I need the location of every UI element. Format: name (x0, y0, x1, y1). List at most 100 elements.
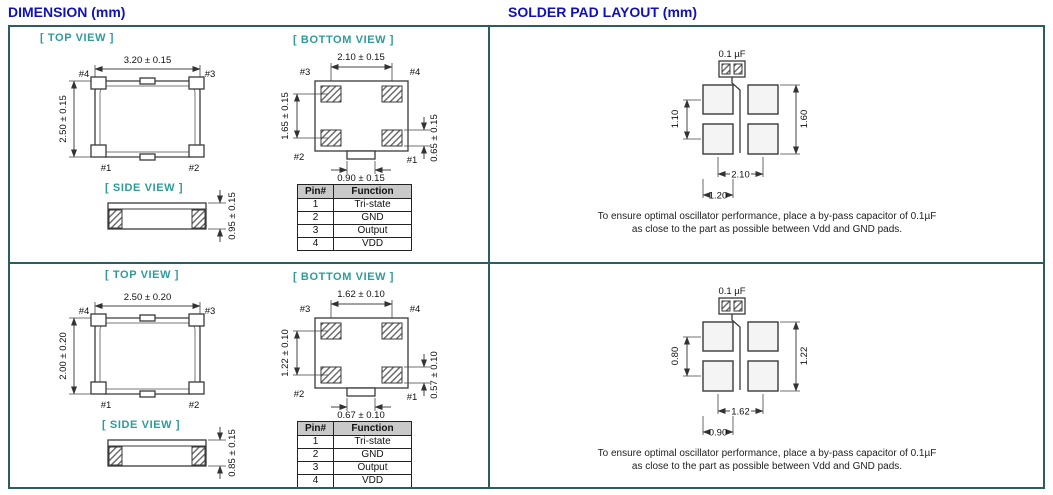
extension-lines (780, 84, 800, 155)
side-body (107, 439, 207, 467)
bottom-view-width-dim: 1.62 ± 0.10 (337, 289, 384, 300)
pad-height-dim: 0.80 (670, 347, 681, 366)
bottom-view: [ BOTTOM VIEW ] 1.62 ± 0.10 1.22 ± 0.10 (280, 271, 440, 421)
pad-width-dim: 0.90 (709, 428, 728, 439)
solder-cell-part1: 0.1 µF 1.10 (490, 27, 1043, 264)
solder-pad-drawing-part2: 0.1 µF 0.80 (598, 286, 937, 472)
pin-label: #3 (300, 304, 311, 315)
pin-function-cell: Output (333, 461, 412, 475)
top-view-width-dim: 2.50 ± 0.20 (124, 292, 171, 303)
pin-number-cell: 2 (297, 448, 334, 462)
right-dimension: 1.22 (780, 321, 810, 392)
solder-pads (702, 321, 779, 392)
bottom-view-right-dim: 0.65 ± 0.15 (429, 114, 440, 161)
right-dimension: 1.60 (780, 84, 810, 155)
dimension-cell-part2: [ TOP VIEW ] 2.50 ± 0.20 2.00 ± 0.20 (10, 264, 490, 487)
pin-label: #2 (189, 400, 200, 411)
side-view-label: [ SIDE VIEW ] (105, 182, 183, 194)
pin-label: #4 (79, 69, 90, 80)
solder-pad (702, 321, 734, 352)
top-view: [ TOP VIEW ] 3.20 ± 0.15 2.50 ± 0.15 (40, 32, 215, 174)
solder-pad-drawing-part1: 0.1 µF 1.10 (598, 49, 937, 235)
pin-number-cell: 1 (297, 435, 334, 449)
solder-pad (702, 360, 734, 392)
pin-table-header-row: Pin# Function (297, 421, 412, 436)
package-lid (99, 85, 196, 153)
solder-pad-section-title: SOLDER PAD LAYOUT (mm) (508, 4, 698, 20)
top-view-width-dim: 3.20 ± 0.15 (124, 55, 171, 66)
pin-label: #4 (410, 67, 421, 78)
extension-lines (683, 99, 701, 140)
solder-pad (747, 123, 779, 155)
bottom-view: [ BOTTOM VIEW ] 2.10 ± 0.15 1.65 ± 0.15 (280, 34, 440, 184)
pin-number-cell: 4 (297, 237, 334, 251)
pad-span-dim: 1.22 (799, 347, 810, 366)
top-view-label: [ TOP VIEW ] (40, 32, 114, 44)
capacitor-pad (733, 300, 743, 312)
note-line-2: as close to the part as possible between… (632, 461, 902, 472)
pin-row: 3 Output (297, 224, 412, 238)
capacitor-pad (733, 63, 743, 75)
top-view-label: [ TOP VIEW ] (105, 269, 179, 281)
solder-cell-part2: 0.1 µF 0.80 (490, 264, 1043, 487)
pin-col-header: Pin# (297, 421, 334, 436)
solder-pad (747, 360, 779, 392)
pin-function-cell: Output (333, 224, 412, 238)
pin-number-cell: 2 (297, 211, 334, 225)
pin-function-cell: GND (333, 448, 412, 462)
bottom-dimensions: 2.10 1.20 (702, 157, 764, 202)
side-view: [ SIDE VIEW ] 0.95 ± 0.15 (105, 182, 238, 242)
function-col-header: Function (333, 184, 412, 199)
center-tab (346, 387, 376, 397)
dimension-drawing-part2: [ TOP VIEW ] 2.50 ± 0.20 2.00 ± 0.20 (58, 269, 440, 479)
extension-lines (208, 202, 226, 230)
extension-lines (94, 65, 201, 78)
pin-number-cell: 4 (297, 474, 334, 487)
dimension-cell-part1: [ TOP VIEW ] 3.20 ± 0.15 2.50 ± 0.15 (10, 27, 490, 264)
package-body (94, 80, 201, 158)
package-body (94, 317, 201, 395)
left-dimension: 1.10 (670, 99, 701, 140)
side-view-height-dim: 0.85 ± 0.15 (227, 429, 238, 476)
dimension-section-title: DIMENSION (mm) (8, 4, 126, 20)
bottom-view-left-dim: 1.22 ± 0.10 (280, 329, 291, 376)
extension-lines (780, 321, 800, 392)
bypass-capacitor: 0.1 µF (718, 49, 746, 78)
extension-lines (69, 317, 93, 395)
pin-row: 2 GND (297, 211, 412, 225)
solder-pad (702, 123, 734, 155)
capacitor-value: 0.1 µF (718, 49, 745, 60)
side-terminal (108, 446, 123, 466)
bottom-view-label: [ BOTTOM VIEW ] (293, 271, 394, 283)
pin-function-cell: VDD (333, 474, 412, 487)
side-body (107, 202, 207, 230)
pin-function-cell: Tri-state (333, 435, 412, 449)
solder-pad (702, 84, 734, 115)
pin-table-header-row: Pin# Function (297, 184, 412, 199)
pin-label: #3 (205, 306, 216, 317)
pin-col-header: Pin# (297, 184, 334, 199)
side-terminal (191, 446, 206, 466)
extension-lines (330, 63, 393, 83)
pin-label: #1 (407, 155, 418, 166)
pad-pitch-dim: 1.62 (731, 407, 750, 418)
pin-function-table: Pin# Function 1 Tri-state 2 GND 3 Output… (297, 184, 412, 251)
pin-label: #3 (300, 67, 311, 78)
drawing-table: [ TOP VIEW ] 3.20 ± 0.15 2.50 ± 0.15 (8, 25, 1045, 489)
extension-lines (683, 336, 701, 377)
capacitor-pad (721, 300, 731, 312)
pin-label: #4 (79, 306, 90, 317)
left-dimension: 0.80 (670, 336, 701, 377)
bottom-dimensions: 1.62 0.90 (702, 394, 764, 439)
extension-lines (69, 80, 93, 158)
trace (731, 77, 741, 153)
bottom-pads (320, 322, 403, 384)
bottom-view-width-dim: 2.10 ± 0.15 (337, 52, 384, 63)
side-view-height-dim: 0.95 ± 0.15 (227, 192, 238, 239)
capacitor-value: 0.1 µF (718, 286, 745, 297)
pin-label: #1 (101, 163, 112, 174)
dimension-drawing-part1: [ TOP VIEW ] 3.20 ± 0.15 2.50 ± 0.15 (40, 32, 440, 242)
bottom-view-left-dim: 1.65 ± 0.15 (280, 92, 291, 139)
pin-row: 2 GND (297, 448, 412, 462)
